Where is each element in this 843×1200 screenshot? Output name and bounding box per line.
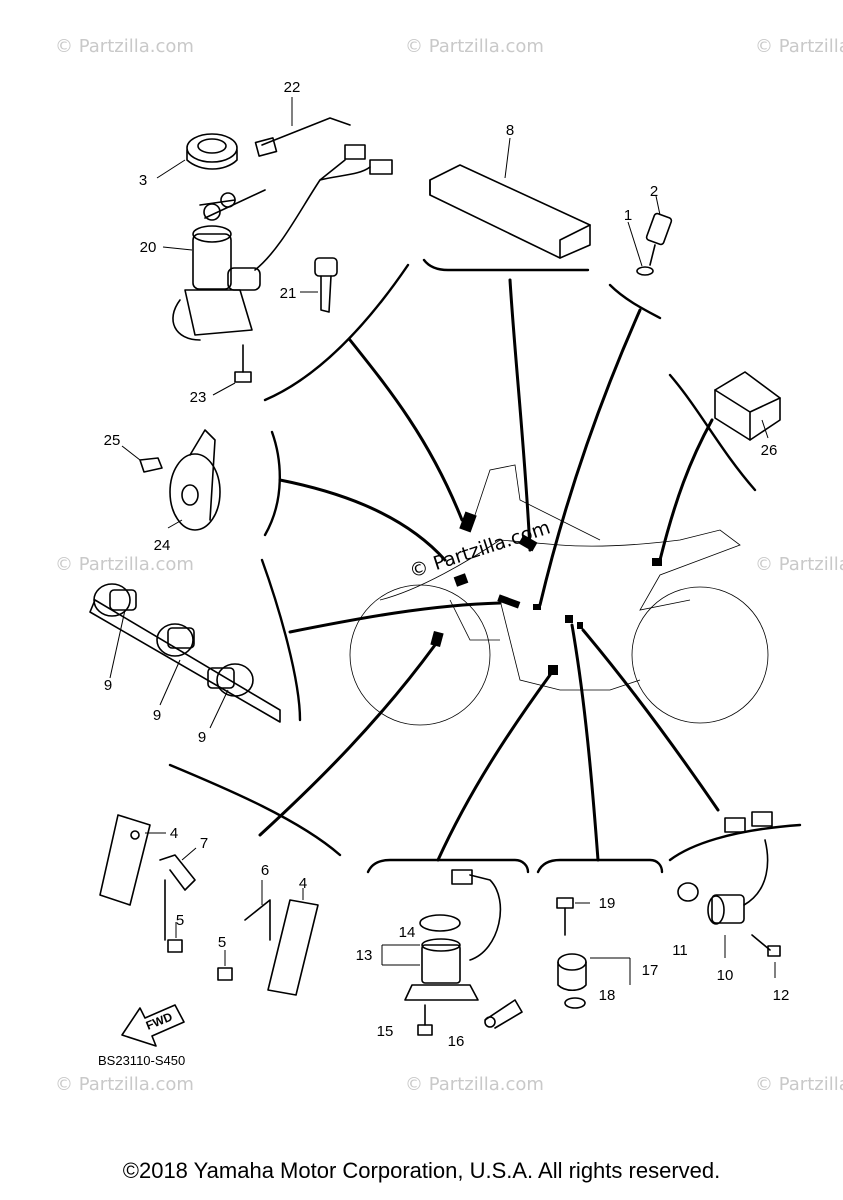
part-10-sensor xyxy=(707,811,773,958)
callout-8: 8 xyxy=(506,122,514,139)
watermark-text: © Partzilla.com xyxy=(755,554,843,575)
callout-9-b: 9 xyxy=(153,707,161,724)
part-13-sender xyxy=(381,869,502,1001)
part-25-bolt xyxy=(121,445,163,473)
callout-4-left: 4 xyxy=(170,825,178,842)
part-23-bolt xyxy=(212,344,252,396)
part-20-main-switch xyxy=(162,144,393,341)
callout-3: 3 xyxy=(139,172,147,189)
callout-6: 6 xyxy=(261,862,269,879)
callout-1: 1 xyxy=(624,207,632,224)
leader-lines xyxy=(258,278,720,862)
callout-22: 22 xyxy=(284,79,301,96)
callout-24: 24 xyxy=(154,537,171,554)
callout-2: 2 xyxy=(650,183,658,200)
part-15-bolt xyxy=(417,1004,433,1036)
motorcycle-outline xyxy=(349,464,769,726)
part-6-bracket xyxy=(244,880,271,941)
callout-numbers: 1 2 3 4 4 5 5 6 7 8 9 9 9 10 11 12 13 14… xyxy=(104,79,790,1050)
callout-23: 23 xyxy=(190,389,207,406)
watermark-text: © Partzilla.com xyxy=(55,36,194,57)
callout-4-right: 4 xyxy=(299,875,307,892)
part-5-nut-left xyxy=(164,879,183,953)
callout-15: 15 xyxy=(377,1023,394,1040)
fwd-arrow-icon: FWD xyxy=(121,1004,185,1047)
part-3-cover xyxy=(156,133,238,179)
part-14-o-ring xyxy=(419,914,461,932)
callout-16: 16 xyxy=(448,1033,465,1050)
watermark-text: © Partzilla.com xyxy=(55,554,194,575)
callout-9-a: 9 xyxy=(104,677,112,694)
part-2-sensor xyxy=(645,195,673,266)
watermarks: © Partzilla.com © Partzilla.com © Partzi… xyxy=(55,36,843,1095)
callout-12: 12 xyxy=(773,987,790,1004)
part-17-switch xyxy=(557,953,631,992)
callout-17: 17 xyxy=(642,962,659,979)
watermark-text: © Partzilla.com xyxy=(405,1074,544,1095)
part-22-wire-band xyxy=(254,97,351,157)
callout-frames xyxy=(168,258,802,874)
bike-part-markers xyxy=(430,511,662,675)
part-4-reflector-left xyxy=(99,814,166,906)
part-11-o-ring xyxy=(677,882,699,902)
copyright-notice: ©2018 Yamaha Motor Corporation, U.S.A. A… xyxy=(122,1158,721,1183)
callout-20: 20 xyxy=(140,239,157,256)
part-8-ecu xyxy=(429,137,591,259)
part-26-relay xyxy=(714,371,781,441)
callout-7: 7 xyxy=(200,835,208,852)
watermark-text: © Partzilla.com xyxy=(405,36,544,57)
callout-13: 13 xyxy=(356,947,373,964)
part-7-bracket xyxy=(159,847,197,891)
part-5-nut-right xyxy=(217,950,233,981)
part-9-switches xyxy=(89,583,281,729)
callout-11: 11 xyxy=(672,942,688,959)
callout-18: 18 xyxy=(599,987,616,1004)
callout-19: 19 xyxy=(599,895,616,912)
diagram-code: BS23110-S450 xyxy=(98,1053,185,1068)
part-18-o-ring xyxy=(564,997,586,1009)
callout-5-right: 5 xyxy=(218,934,226,951)
part-16-stay xyxy=(484,999,523,1029)
callout-14: 14 xyxy=(399,924,416,941)
part-1-gasket xyxy=(627,221,654,276)
fwd-label: FWD xyxy=(144,1009,175,1032)
callout-21: 21 xyxy=(280,285,297,302)
watermark-text: © Partzilla.com xyxy=(755,1074,843,1095)
part-4-reflector-right xyxy=(267,888,319,996)
callout-25: 25 xyxy=(104,432,121,449)
callout-9-c: 9 xyxy=(198,729,206,746)
part-19-screw xyxy=(556,897,590,936)
part-12-bolt xyxy=(751,934,781,978)
callout-10: 10 xyxy=(717,967,734,984)
watermark-text: © Partzilla.com xyxy=(755,36,843,57)
watermark-text: © Partzilla.com xyxy=(55,1074,194,1095)
part-24-horn xyxy=(167,429,221,531)
callout-5-left: 5 xyxy=(176,912,184,929)
part-21-key xyxy=(300,257,338,313)
callout-26: 26 xyxy=(761,442,778,459)
